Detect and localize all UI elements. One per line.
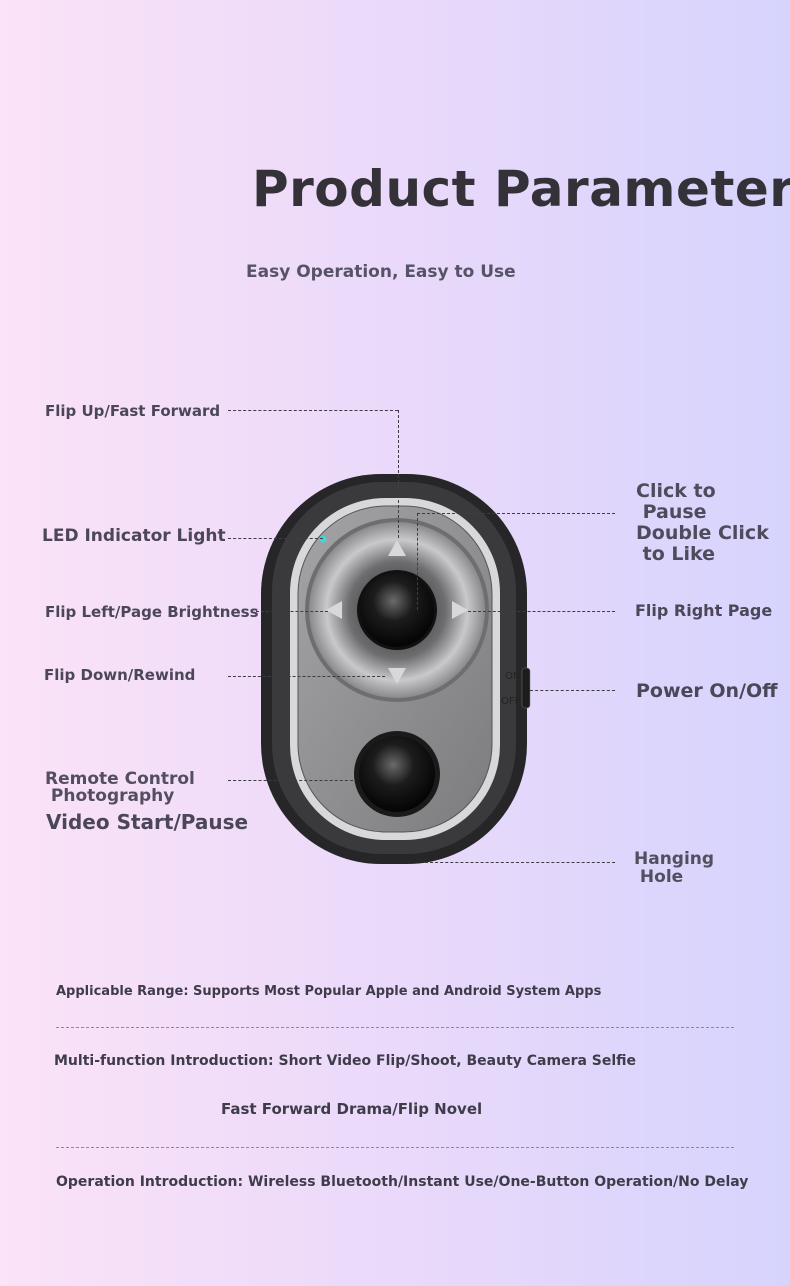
leader-click-pause-h — [417, 513, 615, 514]
label-flip-down: Flip Down/Rewind — [44, 666, 196, 684]
label-video: Video Start/Pause — [46, 810, 249, 834]
info-operation: Operation Introduction: Wireless Bluetoo… — [56, 1174, 749, 1190]
label-flip-right: Flip Right Page — [635, 601, 773, 620]
leader-flip-up-v — [398, 410, 399, 538]
separator — [56, 1027, 734, 1028]
arrow-right-icon — [452, 601, 468, 619]
leader-flip-up-h — [228, 410, 398, 411]
info-multi-cont: Fast Forward Drama/Flip Novel — [221, 1100, 483, 1118]
leader-led — [228, 538, 323, 539]
arrow-up-icon — [388, 540, 406, 556]
label-led: LED Indicator Light — [42, 526, 226, 546]
switch-off-label: OFF — [501, 696, 521, 707]
label-power: Power On/Off — [636, 680, 778, 702]
info-range: Applicable Range: Supports Most Popular … — [56, 984, 602, 999]
page-subtitle: Easy Operation, Easy to Use — [246, 262, 516, 282]
arrow-left-icon — [326, 601, 342, 619]
label-remote: Remote Control Photography — [45, 769, 195, 806]
leader-flip-right — [468, 611, 615, 612]
page-title: Product Parameters — [252, 160, 790, 218]
separator — [56, 1147, 734, 1148]
leader-hanging — [425, 862, 615, 863]
leader-power — [530, 690, 615, 691]
label-flip-left: Flip Left/Page Brightness — [45, 603, 259, 621]
leader-click-pause-v — [417, 513, 418, 610]
led-indicator — [319, 535, 327, 543]
leader-flip-down — [228, 676, 385, 677]
info-multi: Multi-function Introduction: Short Video… — [54, 1053, 637, 1069]
switch-on-label: ON — [505, 671, 520, 682]
leader-remote — [228, 780, 353, 781]
power-switch — [521, 667, 531, 709]
arrow-down-icon — [388, 668, 406, 684]
leader-flip-left — [256, 611, 328, 612]
label-flip-up: Flip Up/Fast Forward — [45, 402, 221, 420]
remote-device-illustration: ON OFF — [261, 474, 531, 864]
label-click-pause: Click to Pause Double Click to Like — [636, 480, 769, 565]
label-hanging: Hanging Hole — [634, 849, 715, 887]
